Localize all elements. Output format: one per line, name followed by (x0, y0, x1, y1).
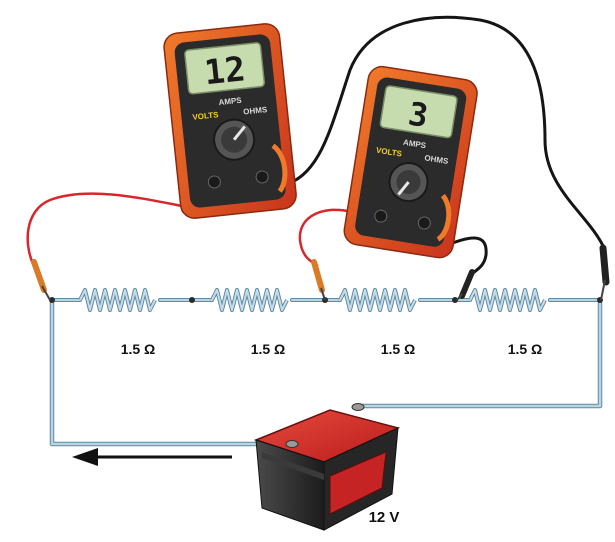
black-probe-lead-2 (439, 236, 488, 301)
resistor-label: 1.5 Ω (508, 341, 543, 357)
resistor-icon (468, 288, 547, 312)
multimeter-1: 12 AMPS VOLTS OHMS (163, 23, 297, 219)
resistor-label: 1.5 Ω (251, 341, 286, 357)
meter-reading: 12 (202, 49, 247, 93)
resistor-label: 1.5 Ω (381, 341, 416, 357)
multimeter-2: 3 AMPS VOLTS OHMS (343, 65, 478, 259)
volts-label: VOLTS (192, 110, 220, 122)
amps-label: AMPS (218, 96, 243, 107)
resistor-icon (78, 288, 157, 312)
red-probe-lead-1 (26, 192, 193, 301)
black-probe-lead-1 (279, 15, 610, 301)
red-probe-lead-2 (298, 208, 353, 301)
resistor-icon (210, 288, 289, 312)
battery-label: 12 V (369, 509, 400, 526)
lcd-display (184, 42, 266, 95)
resistor-icon (338, 288, 417, 312)
amps-label: AMPS (402, 138, 427, 151)
ohms-label: OHMS (243, 105, 268, 117)
circuit-wire (49, 297, 603, 447)
ohms-label: OHMS (424, 153, 450, 166)
volts-label: VOLTS (375, 146, 403, 159)
resistor-label: 1.5 Ω (121, 341, 156, 357)
battery-icon (253, 403, 401, 531)
lcd-display (379, 85, 458, 139)
arrow-left-icon (72, 448, 232, 466)
